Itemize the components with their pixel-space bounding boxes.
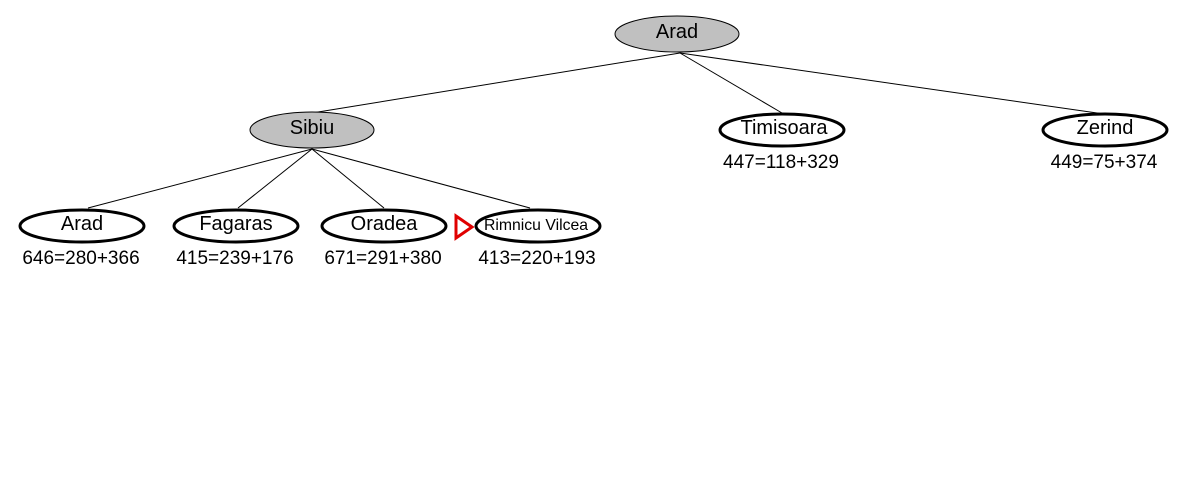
frontier-node-ellipse: [474, 208, 602, 244]
node-cost: 449=75+374: [1051, 152, 1158, 173]
frontier-node-ellipse: [320, 208, 448, 244]
node-zerind[interactable]: Zerind 449=75+374: [1041, 112, 1169, 173]
expanded-node-ellipse: [614, 15, 740, 53]
node-label: Zerind: [1077, 117, 1134, 139]
node-cost: 413=220+193: [478, 248, 595, 269]
frontier-node-ellipse: [1041, 112, 1169, 148]
node-label: Timisoara: [740, 117, 828, 139]
node-sibiu-child-arad[interactable]: Arad 646=280+366: [18, 208, 146, 269]
edge-sibiu-fagaras: [237, 148, 313, 209]
frontier-node-ellipse: [718, 112, 846, 148]
node-fagaras[interactable]: Fagaras 415=239+176: [172, 208, 300, 269]
node-oradea[interactable]: Oradea 671=291+380: [320, 208, 448, 269]
node-cost: 671=291+380: [324, 248, 441, 269]
node-root-arad[interactable]: Arad: [614, 15, 740, 53]
node-cost: 447=118+329: [723, 152, 839, 173]
node-label: Fagaras: [199, 213, 272, 235]
node-sibiu[interactable]: Sibiu: [249, 111, 375, 149]
tree-edges: [87, 52, 1105, 209]
edge-sibiu-oradea: [311, 148, 385, 209]
node-label: Oradea: [351, 213, 419, 235]
edge-sibiu-arad: [87, 148, 313, 209]
frontier-node-ellipse: [18, 208, 146, 244]
node-label: Rimnicu Vilcea: [484, 217, 588, 234]
edge-sibiu-rimnicu: [311, 148, 531, 209]
node-label: Arad: [656, 21, 698, 43]
edge-arad-timisoara: [679, 52, 783, 114]
node-label: Arad: [61, 213, 103, 235]
expanded-node-ellipse: [249, 111, 375, 149]
node-cost: 415=239+176: [176, 248, 293, 269]
frontier-node-ellipse: [172, 208, 300, 244]
node-rimnicu-vilcea[interactable]: Rimnicu Vilcea 413=220+193: [474, 208, 602, 269]
selected-node-marker-icon: [454, 213, 475, 241]
edge-arad-sibiu: [311, 52, 681, 114]
node-timisoara[interactable]: Timisoara 447=118+329: [718, 112, 846, 173]
edge-arad-zerind: [679, 52, 1105, 115]
node-cost: 646=280+366: [22, 248, 139, 269]
node-label: Sibiu: [290, 117, 334, 139]
